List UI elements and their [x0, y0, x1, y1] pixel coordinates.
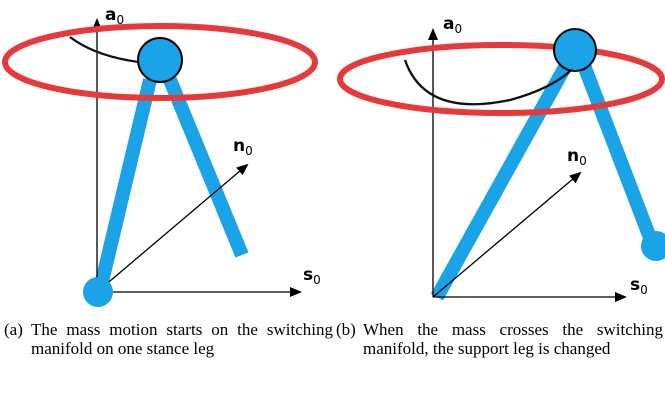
panel-a-caption-text: The mass motion starts on the switching …: [31, 320, 333, 358]
panel-a-s0-label: s0: [303, 265, 321, 287]
panel-b-old-stance-leg: [573, 52, 659, 246]
panel-b-caption: (b) When the mass crosses the switching …: [336, 320, 665, 390]
panel-a-stance-leg: [93, 78, 157, 292]
panel-a-a0-label: a0: [105, 5, 124, 27]
panel-a-n0-axis: [96, 163, 249, 293]
panel-b: a0 n0 s0: [337, 14, 665, 302]
panel-a-caption: (a) The mass motion starts on the switch…: [4, 320, 334, 390]
panel-a-caption-label: (a): [4, 320, 23, 339]
panel-b-caption-label: (b): [336, 320, 356, 339]
panel-b-caption-text: When the mass crosses the switching mani…: [363, 320, 663, 358]
panel-b-new-stance-leg: [430, 54, 577, 301]
panel-b-n0-axis: [432, 171, 582, 298]
panel-a-switching-manifold: [2, 23, 318, 101]
panel-a: a0 n0 s0: [2, 5, 321, 307]
figure-canvas: a0 n0 s0 a0 n0 s0: [2, 5, 665, 307]
panel-a-swing-leg: [161, 72, 249, 258]
panel-b-s0-label: s0: [630, 275, 648, 297]
panel-b-n0-label: n0: [567, 146, 587, 168]
panel-b-trailing-foot: [641, 231, 665, 261]
panel-b-point-mass: [553, 28, 597, 72]
panel-b-mass-trajectory: [403, 55, 584, 106]
panel-a-foot: [83, 277, 113, 307]
panel-a-point-mass: [137, 37, 183, 83]
panel-b-a0-label: a0: [443, 14, 462, 36]
panel-a-n0-label: n0: [233, 136, 253, 158]
panel-b-switching-manifold: [337, 42, 665, 116]
